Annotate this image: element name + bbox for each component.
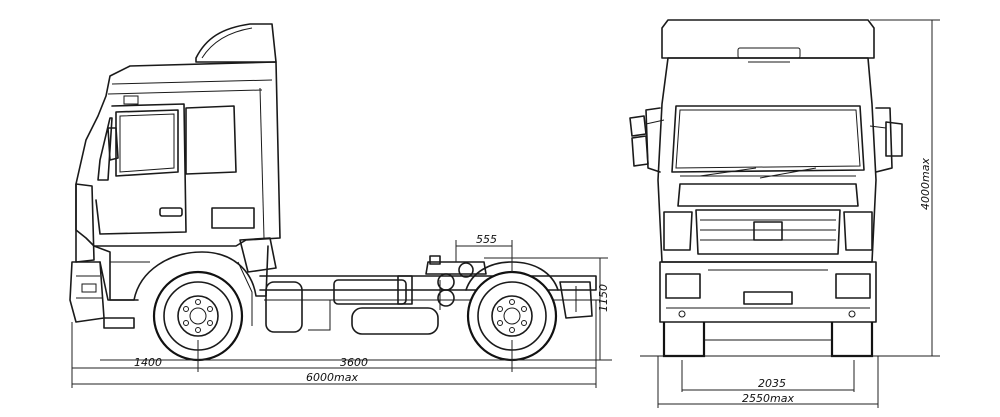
door-outline bbox=[95, 103, 187, 235]
dim-overall-height: 4000max bbox=[919, 158, 932, 210]
dim-track-width: 2035 bbox=[758, 377, 786, 390]
right-deflector bbox=[875, 107, 893, 173]
rear-light-bracket bbox=[559, 281, 593, 319]
upper-panel bbox=[677, 183, 859, 207]
right-headlight bbox=[843, 211, 873, 251]
rear-wheel-nuts bbox=[497, 299, 527, 333]
sleeper-window bbox=[185, 105, 237, 175]
right-mirror-arm bbox=[869, 125, 887, 129]
rear-wheel-hub bbox=[503, 307, 521, 325]
front-wheel-nuts bbox=[183, 299, 213, 333]
suspension-link bbox=[237, 261, 253, 326]
front-dimensions bbox=[657, 19, 940, 408]
dim-overall-length: 6000max bbox=[306, 371, 358, 384]
chassis-frame bbox=[259, 275, 597, 291]
front-view: 2035 2550max 4000max bbox=[629, 19, 940, 408]
right-fog-lamp bbox=[835, 273, 871, 299]
tow-hook-right bbox=[848, 310, 856, 318]
front-wheel-hub bbox=[189, 307, 207, 325]
dim-front-overhang: 1400 bbox=[134, 356, 162, 369]
bracket bbox=[397, 275, 413, 305]
side-dimensions bbox=[71, 240, 612, 388]
front-grille bbox=[695, 209, 841, 255]
wheel-arch bbox=[93, 245, 269, 301]
left-mirror-upper bbox=[629, 115, 647, 137]
front-windshield bbox=[671, 105, 865, 173]
windshield-inner bbox=[675, 109, 861, 169]
step bbox=[99, 261, 139, 301]
tow-hook-left bbox=[678, 310, 686, 318]
license-plate bbox=[743, 291, 793, 305]
cab-rear-fitting bbox=[239, 237, 277, 273]
left-front-tire bbox=[662, 322, 706, 358]
air-chamber-3 bbox=[458, 262, 474, 278]
storage-hatch bbox=[211, 207, 255, 229]
dim-fifth-wheel-height: 1150 bbox=[597, 284, 610, 312]
left-mirror-arm bbox=[645, 119, 665, 125]
left-headlight bbox=[663, 211, 693, 251]
cab-outline bbox=[75, 61, 281, 247]
dim-wheelbase: 3600 bbox=[340, 356, 368, 369]
door-window bbox=[115, 109, 179, 177]
roof-line-2 bbox=[107, 89, 263, 95]
front-roof-spoiler bbox=[661, 19, 875, 59]
front-bumper bbox=[69, 261, 105, 323]
roof-spoiler bbox=[195, 23, 277, 63]
left-mirror-lower bbox=[631, 135, 649, 167]
front-face bbox=[75, 183, 95, 263]
dim-fifth-wheel-offset: 555 bbox=[476, 233, 497, 246]
side-mirror bbox=[107, 127, 119, 161]
right-mirror bbox=[885, 121, 903, 157]
front-bumper-face bbox=[659, 261, 877, 323]
side-view: 555 1150 1400 3600 6000max bbox=[69, 23, 612, 388]
door-window-inner bbox=[119, 113, 175, 173]
air-tank bbox=[351, 307, 439, 335]
battery-box bbox=[333, 279, 407, 305]
roof-light-bar bbox=[737, 47, 801, 59]
frame-member bbox=[304, 299, 331, 331]
cab-rear-line bbox=[259, 87, 265, 239]
marker-light bbox=[123, 95, 139, 105]
windshield-edge bbox=[97, 117, 113, 181]
brand-emblem bbox=[753, 221, 783, 241]
wiper-left bbox=[699, 167, 757, 177]
rear-wheel-disc bbox=[491, 295, 533, 337]
front-wheel-disc bbox=[177, 295, 219, 337]
spoiler-line bbox=[201, 27, 253, 59]
fog-light bbox=[81, 283, 97, 293]
fifth-wheel-lever bbox=[429, 255, 441, 265]
roof-line bbox=[111, 79, 273, 85]
left-deflector bbox=[645, 107, 661, 173]
dim-overall-width: 2550max bbox=[742, 392, 794, 405]
air-chamber-2 bbox=[437, 289, 455, 307]
fifth-wheel bbox=[425, 261, 487, 275]
right-front-tire bbox=[830, 322, 874, 358]
left-fog-lamp bbox=[665, 273, 701, 299]
lower-step bbox=[103, 317, 135, 329]
fuel-tank bbox=[265, 281, 303, 333]
door-handle bbox=[159, 207, 183, 217]
